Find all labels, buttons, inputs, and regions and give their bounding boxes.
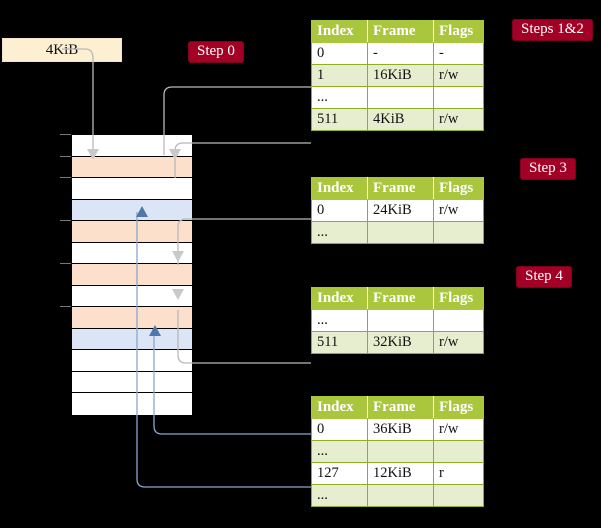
column-header-frame: Frame bbox=[367, 396, 434, 419]
table-cell: r/w bbox=[433, 199, 484, 222]
table-cell: r/w bbox=[433, 108, 484, 131]
table-cell bbox=[367, 86, 434, 109]
table-cell: 0 bbox=[311, 418, 368, 441]
physical-memory-column bbox=[71, 134, 192, 415]
table-row[interactable]: ... bbox=[311, 221, 484, 244]
column-header-flags: Flags bbox=[433, 177, 484, 200]
column-header-frame: Frame bbox=[367, 287, 434, 310]
wire-pdpt-entry-0-out bbox=[177, 218, 311, 265]
memory-frame-row bbox=[72, 221, 192, 243]
table-row[interactable]: 0-- bbox=[311, 42, 484, 65]
table-cell bbox=[367, 484, 434, 507]
memory-frame-tick bbox=[60, 134, 71, 135]
table-row[interactable]: ... bbox=[311, 484, 484, 507]
table-cell: 4KiB bbox=[367, 108, 434, 131]
table-cell: 511 bbox=[311, 108, 368, 131]
table-cell: ... bbox=[311, 309, 368, 332]
table-cell: ... bbox=[311, 86, 368, 109]
memory-frame-tick bbox=[60, 306, 71, 307]
table-cell bbox=[367, 440, 434, 463]
table-cell bbox=[433, 309, 484, 332]
memory-frame-row bbox=[72, 242, 192, 264]
memory-frame-tick bbox=[60, 220, 71, 221]
table-cell: 1 bbox=[311, 64, 368, 87]
table-cell: 32KiB bbox=[367, 331, 434, 354]
table-cell: 16KiB bbox=[367, 64, 434, 87]
memory-frame-row bbox=[72, 393, 192, 415]
memory-frame-row bbox=[72, 178, 192, 200]
column-header-index: Index bbox=[311, 396, 368, 419]
table-cell: 24KiB bbox=[367, 199, 434, 222]
column-header-index: Index bbox=[311, 177, 368, 200]
table-cell: r bbox=[433, 462, 484, 485]
table-cell: 0 bbox=[311, 42, 368, 65]
badge-step-4: Step 4 bbox=[516, 266, 572, 288]
table-cell: - bbox=[433, 42, 484, 65]
table-cell bbox=[367, 309, 434, 332]
memory-frame-tick bbox=[60, 155, 71, 157]
table-cell: 12KiB bbox=[367, 462, 434, 485]
column-header-flags: Flags bbox=[433, 20, 484, 43]
table-cell bbox=[367, 221, 434, 244]
memory-frame-row bbox=[72, 135, 192, 157]
table-cell: 127 bbox=[311, 462, 368, 485]
table-cell: 511 bbox=[311, 331, 368, 354]
memory-frame-row bbox=[72, 328, 192, 350]
memory-frame-row bbox=[72, 285, 192, 307]
table-cell bbox=[433, 440, 484, 463]
column-header-frame: Frame bbox=[367, 20, 434, 43]
memory-frame-row bbox=[72, 156, 192, 178]
table-cell: r/w bbox=[433, 64, 484, 87]
table-cell: ... bbox=[311, 484, 368, 507]
column-header-index: Index bbox=[311, 287, 368, 310]
table-cell: r/w bbox=[433, 331, 484, 354]
table-cell: ... bbox=[311, 221, 368, 244]
wire-pd-entry-511-out bbox=[177, 310, 311, 364]
wire-pml4-entry-511-out bbox=[174, 142, 311, 178]
table-cell bbox=[433, 484, 484, 507]
memory-frame-row bbox=[72, 371, 192, 393]
memory-frame-row bbox=[72, 307, 192, 329]
badge-step-3: Step 3 bbox=[520, 158, 576, 180]
table-row[interactable]: ... bbox=[311, 440, 484, 463]
table-row[interactable]: ... bbox=[311, 86, 484, 109]
memory-frame-tick bbox=[60, 263, 71, 264]
memory-frame-tick bbox=[60, 177, 71, 178]
memory-frame-row bbox=[72, 199, 192, 221]
column-header-frame: Frame bbox=[367, 177, 434, 200]
badge-step-0: Step 0 bbox=[188, 41, 244, 63]
table-cell: 0 bbox=[311, 199, 368, 222]
table-cell bbox=[433, 221, 484, 244]
virtual-address-label: 4KiB bbox=[2, 38, 122, 62]
table-cell: r/w bbox=[433, 418, 484, 441]
column-header-flags: Flags bbox=[433, 287, 484, 310]
badge-steps-1-2: Steps 1&2 bbox=[512, 19, 593, 41]
memory-frame-row bbox=[72, 350, 192, 372]
memory-frame-row bbox=[72, 264, 192, 286]
column-header-flags: Flags bbox=[433, 396, 484, 419]
table-cell: ... bbox=[311, 440, 368, 463]
column-header-index: Index bbox=[311, 20, 368, 43]
table-row[interactable]: ... bbox=[311, 309, 484, 332]
table-cell: 36KiB bbox=[367, 418, 434, 441]
table-cell bbox=[433, 86, 484, 109]
table-cell: - bbox=[367, 42, 434, 65]
